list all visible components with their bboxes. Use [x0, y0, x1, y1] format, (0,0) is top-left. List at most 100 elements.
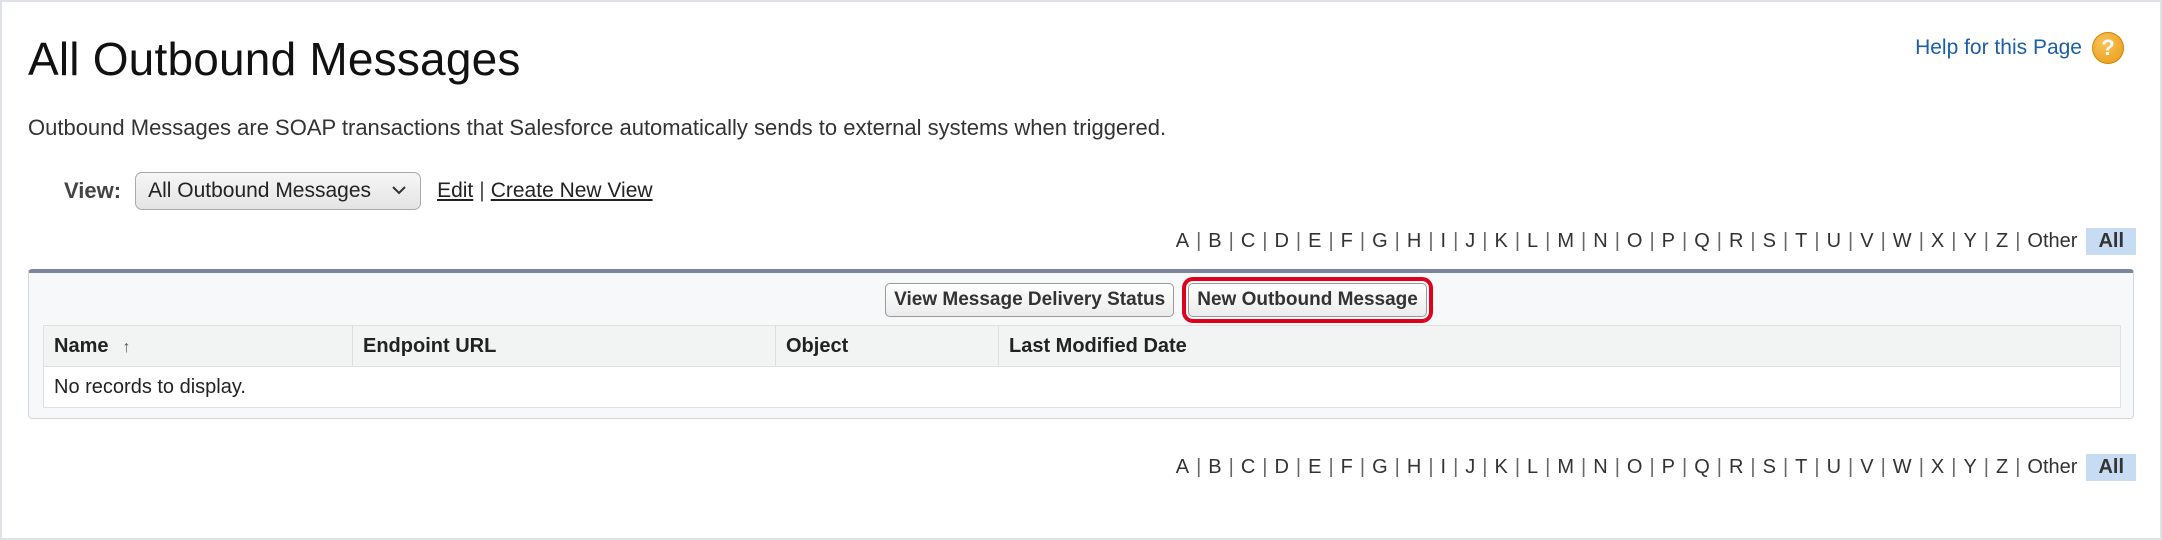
alpha-filter-t[interactable]: T: [1795, 456, 1808, 478]
alpha-filter-other[interactable]: Other: [2027, 456, 2078, 478]
alpha-filter-y[interactable]: Y: [1963, 230, 1977, 252]
page-description: Outbound Messages are SOAP transactions …: [28, 115, 1167, 140]
alpha-separator: |: [1262, 456, 1268, 478]
alpha-filter-p[interactable]: P: [1661, 456, 1675, 478]
alpha-filter-b[interactable]: B: [1208, 456, 1222, 478]
alpha-filter-h[interactable]: H: [1406, 230, 1422, 252]
edit-view-link[interactable]: Edit: [437, 179, 474, 202]
alpha-separator: |: [1814, 230, 1820, 252]
alpha-filter-e[interactable]: E: [1308, 230, 1322, 252]
alpha-filter-j[interactable]: J: [1465, 230, 1476, 252]
alpha-filter-r[interactable]: R: [1728, 230, 1744, 252]
alpha-separator: |: [1453, 456, 1459, 478]
alpha-filter-d[interactable]: D: [1274, 456, 1289, 478]
alpha-filter-y[interactable]: Y: [1963, 456, 1977, 478]
alpha-filter-x[interactable]: X: [1930, 230, 1945, 252]
alpha-filter-r[interactable]: R: [1728, 456, 1744, 478]
alpha-separator: |: [1482, 230, 1488, 252]
column-header-name[interactable]: Name↑: [43, 325, 353, 367]
chevron-down-icon: [390, 181, 408, 205]
alpha-separator: |: [1848, 456, 1854, 478]
alpha-filter-q[interactable]: Q: [1694, 456, 1710, 478]
alpha-filter-a[interactable]: A: [1175, 456, 1190, 478]
alpha-separator: |: [1880, 456, 1886, 478]
alpha-filter-w[interactable]: W: [1892, 456, 1912, 478]
alpha-filter-x[interactable]: X: [1930, 456, 1945, 478]
alpha-separator: |: [2015, 456, 2021, 478]
alpha-filter-c[interactable]: C: [1240, 230, 1256, 252]
alpha-filter-b[interactable]: B: [1208, 230, 1222, 252]
alpha-filter-i[interactable]: I: [1440, 230, 1447, 252]
alpha-filter-u[interactable]: U: [1826, 230, 1842, 252]
alpha-filter-z[interactable]: Z: [1995, 230, 2009, 252]
alpha-filter-c[interactable]: C: [1240, 456, 1256, 478]
alpha-filter-w[interactable]: W: [1892, 230, 1912, 252]
alpha-filter-k[interactable]: K: [1494, 456, 1508, 478]
alpha-filter-l[interactable]: L: [1527, 456, 1539, 478]
alpha-filter-q[interactable]: Q: [1694, 230, 1710, 252]
alpha-separator: |: [1848, 230, 1854, 252]
alpha-filter-other[interactable]: Other: [2027, 230, 2078, 252]
alpha-filter-v[interactable]: V: [1860, 230, 1874, 252]
alpha-filter-f[interactable]: F: [1340, 456, 1353, 478]
view-row: View: All Outbound Messages Edit|Create …: [64, 172, 653, 210]
alpha-separator: |: [2015, 230, 2021, 252]
help-link[interactable]: Help for this Page: [1915, 36, 2082, 59]
alpha-filter-s[interactable]: S: [1762, 456, 1776, 478]
alpha-filter-i[interactable]: I: [1440, 456, 1447, 478]
sort-ascending-icon: ↑: [122, 338, 131, 356]
alpha-filter-s[interactable]: S: [1762, 230, 1776, 252]
list-button-row: View Message Delivery Status New Outboun…: [29, 277, 2133, 323]
alpha-filter-m[interactable]: M: [1557, 230, 1575, 252]
create-new-view-link[interactable]: Create New View: [490, 179, 653, 202]
alpha-filter-z[interactable]: Z: [1995, 456, 2009, 478]
table-header-row: Name↑ Endpoint URL Object Last Modified …: [43, 325, 2121, 367]
alpha-filter-g[interactable]: G: [1372, 230, 1388, 252]
alpha-filter-u[interactable]: U: [1826, 456, 1842, 478]
alpha-filter-f[interactable]: F: [1340, 230, 1353, 252]
alpha-filter-k[interactable]: K: [1494, 230, 1508, 252]
alpha-filter-l[interactable]: L: [1527, 230, 1539, 252]
alpha-filter-all[interactable]: All: [2086, 454, 2136, 481]
column-header-object[interactable]: Object: [775, 325, 999, 367]
table-row: No records to display.: [44, 367, 2121, 408]
alpha-separator: |: [1514, 230, 1521, 252]
alpha-separator: |: [1750, 456, 1756, 478]
column-header-last-modified-date[interactable]: Last Modified Date: [998, 325, 2121, 367]
list-view-panel: View Message Delivery Status New Outboun…: [28, 269, 2134, 419]
view-select[interactable]: All Outbound Messages: [135, 172, 422, 210]
alpha-filter-g[interactable]: G: [1372, 456, 1388, 478]
alpha-filter-o[interactable]: O: [1626, 456, 1643, 478]
alpha-filter-h[interactable]: H: [1406, 456, 1422, 478]
help-section: Help for this Page ?: [1915, 32, 2124, 64]
alpha-filter-v[interactable]: V: [1860, 456, 1874, 478]
question-mark-icon[interactable]: ?: [2092, 32, 2124, 64]
alpha-filter-m[interactable]: M: [1557, 456, 1575, 478]
page-title: All Outbound Messages: [28, 33, 521, 85]
alpha-filter-o[interactable]: O: [1626, 230, 1643, 252]
alpha-filter-a[interactable]: A: [1175, 230, 1190, 252]
alpha-separator: |: [1951, 456, 1957, 478]
alpha-separator: |: [1649, 456, 1655, 478]
alpha-separator: |: [1228, 230, 1234, 252]
new-outbound-message-button[interactable]: New Outbound Message: [1182, 277, 1433, 323]
alpha-separator: |: [1750, 230, 1756, 252]
alpha-filter-n[interactable]: N: [1593, 456, 1608, 478]
alpha-filter-e[interactable]: E: [1308, 456, 1322, 478]
alpha-filter-d[interactable]: D: [1274, 230, 1289, 252]
alpha-filter-n[interactable]: N: [1593, 230, 1608, 252]
alpha-separator: |: [1196, 456, 1202, 478]
view-message-delivery-status-button[interactable]: View Message Delivery Status: [885, 283, 1175, 317]
alpha-separator: |: [1228, 456, 1234, 478]
view-links-separator: |: [479, 179, 485, 202]
alpha-filter-p[interactable]: P: [1661, 230, 1675, 252]
alpha-separator: |: [1428, 230, 1434, 252]
alpha-filter-all[interactable]: All: [2086, 228, 2136, 255]
alpha-separator: |: [1394, 456, 1400, 478]
alpha-separator: |: [1716, 456, 1722, 478]
alpha-separator: |: [1328, 456, 1334, 478]
alpha-filter-j[interactable]: J: [1465, 456, 1476, 478]
column-header-endpoint-url[interactable]: Endpoint URL: [352, 325, 776, 367]
alpha-separator: |: [1682, 230, 1688, 252]
alpha-filter-t[interactable]: T: [1795, 230, 1808, 252]
